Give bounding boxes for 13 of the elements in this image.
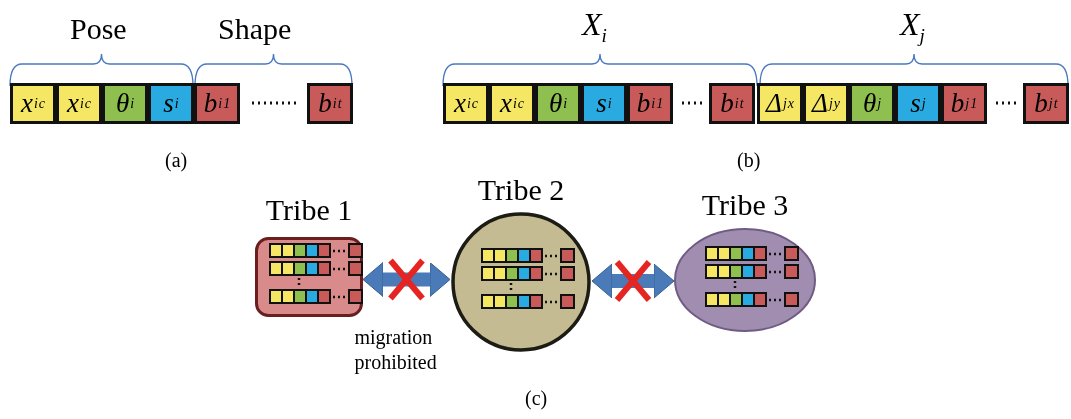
- brace-label: X$_{j}$: [900, 8, 925, 46]
- tribe-title: Tribe 3: [700, 190, 790, 220]
- panel-caption: (a): [165, 150, 188, 170]
- tribe-title: Tribe 1: [264, 195, 354, 225]
- brace-label: Pose: [70, 14, 127, 44]
- tribe-title: Tribe 2: [476, 175, 566, 205]
- double-arrow: [591, 263, 675, 299]
- brace-label: X$_{i}$: [582, 8, 607, 46]
- double-arrow: [362, 262, 451, 297]
- panel-caption: (c): [525, 388, 548, 408]
- panel-caption: (b): [737, 150, 761, 170]
- brace-label: Shape: [218, 14, 292, 44]
- edge-label: migration prohibited: [354, 324, 438, 375]
